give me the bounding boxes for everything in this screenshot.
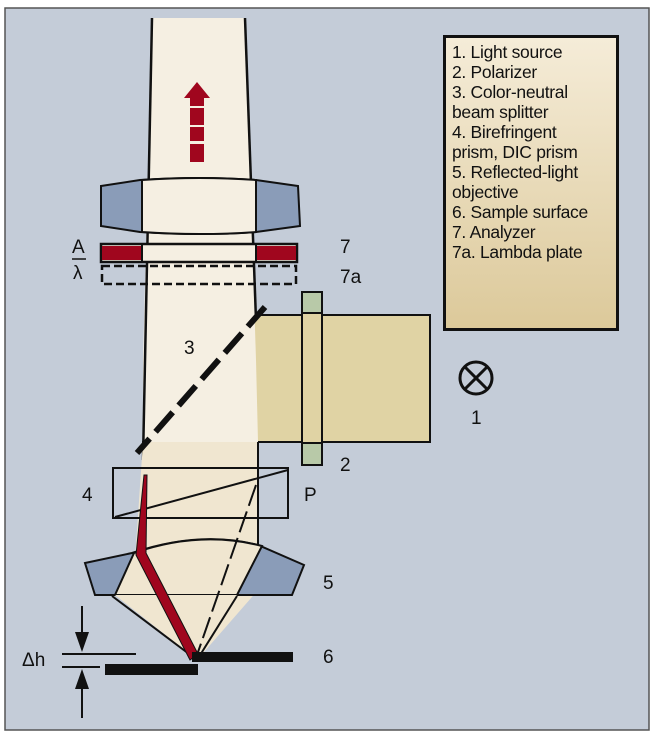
label-p: P xyxy=(304,485,317,506)
legend-item: prism, DIC prism xyxy=(452,142,578,162)
lambda-plate xyxy=(100,264,298,286)
label-a: A xyxy=(72,237,85,258)
beam-splitter xyxy=(134,305,268,455)
up-arrow-icon xyxy=(184,82,210,162)
label-3: 3 xyxy=(184,338,195,359)
legend-item: 5. Reflected-light xyxy=(452,162,578,182)
legend: 1. Light source 2. Polarizer 3. Color-ne… xyxy=(443,35,619,331)
polarizer xyxy=(301,291,323,466)
down-arrow-icon xyxy=(75,606,89,652)
label-5: 5 xyxy=(323,573,334,594)
label-1: 1 xyxy=(471,408,482,429)
label-7: 7 xyxy=(340,237,351,258)
label-6: 6 xyxy=(323,647,334,668)
label-4: 4 xyxy=(82,485,93,506)
label-delta-h: Δh xyxy=(22,650,46,671)
label-7a: 7a xyxy=(340,267,362,288)
analyzer xyxy=(99,242,299,264)
legend-item: objective xyxy=(452,182,519,202)
legend-item: 2. Polarizer xyxy=(452,62,537,82)
legend-item: 6. Sample surface xyxy=(452,202,588,222)
label-2: 2 xyxy=(340,455,351,476)
legend-item: 7a. Lambda plate xyxy=(452,242,583,262)
dic-prism xyxy=(112,467,289,519)
legend-item: 4. Birefringent xyxy=(452,122,557,142)
legend-item: 7. Analyzer xyxy=(452,222,536,242)
legend-item: 3. Color-neutral xyxy=(452,82,568,102)
label-lambda: λ xyxy=(73,263,83,284)
legend-item: beam splitter xyxy=(452,102,549,122)
up-arrow-icon xyxy=(75,669,89,718)
sample-surface-high xyxy=(192,652,293,662)
light-source-icon xyxy=(458,360,494,396)
legend-item: 1. Light source xyxy=(452,42,563,62)
sample-surface-low xyxy=(105,664,198,675)
